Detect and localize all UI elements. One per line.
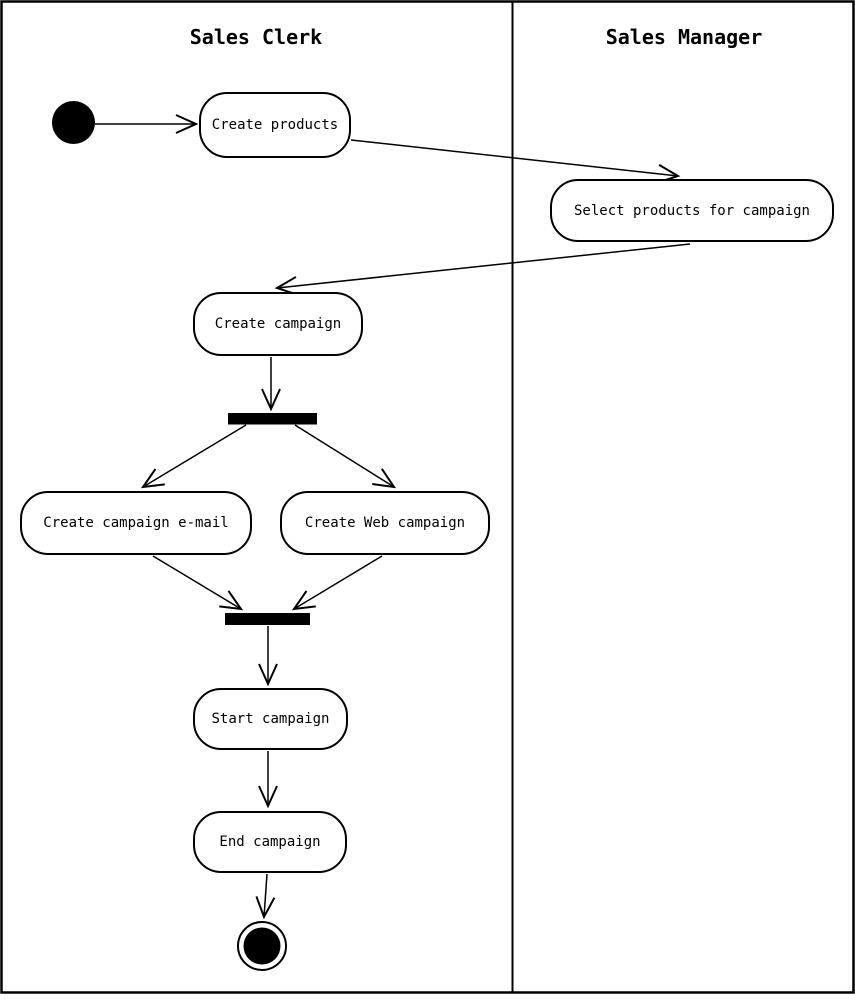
activity-end-campaign: End campaign (193, 811, 347, 873)
edge-end-campaign-to-final (255, 873, 276, 920)
activity-label: Create campaign (214, 316, 342, 332)
activity-create-campaign: Create campaign (193, 292, 363, 356)
activity-start-campaign: Start campaign (193, 688, 348, 750)
final-node-outer-ring (237, 921, 287, 971)
edge-campaign-email-to-join (152, 555, 244, 611)
lane-title-sales-manager: Sales Manager (605, 25, 763, 49)
edge-fork-to-campaign-email (140, 424, 247, 489)
edge-select-products-to-create-campaign (274, 243, 691, 296)
lane-title-sales-clerk: Sales Clerk (189, 25, 323, 49)
edge-create-products-to-select-products (350, 139, 681, 184)
activity-create-products: Create products (199, 92, 351, 158)
activity-label: Create campaign e-mail (43, 515, 229, 531)
activity-label: Select products for campaign (573, 202, 810, 219)
activity-create-campaign-email: Create campaign e-mail (20, 491, 252, 555)
activity-label: Create Web campaign (304, 515, 466, 531)
fork-bar (228, 413, 317, 425)
activity-label: Start campaign (211, 711, 330, 727)
activity-select-products-for-campaign: Select products for campaign (550, 179, 834, 242)
initial-node (52, 101, 95, 144)
final-node (243, 927, 281, 965)
edge-web-campaign-to-join (291, 555, 383, 611)
activity-label: End campaign (219, 834, 321, 850)
activity-label: Create products (211, 117, 339, 133)
join-bar (225, 613, 310, 625)
activity-create-web-campaign: Create Web campaign (280, 491, 490, 555)
edge-fork-to-web-campaign (294, 424, 397, 489)
